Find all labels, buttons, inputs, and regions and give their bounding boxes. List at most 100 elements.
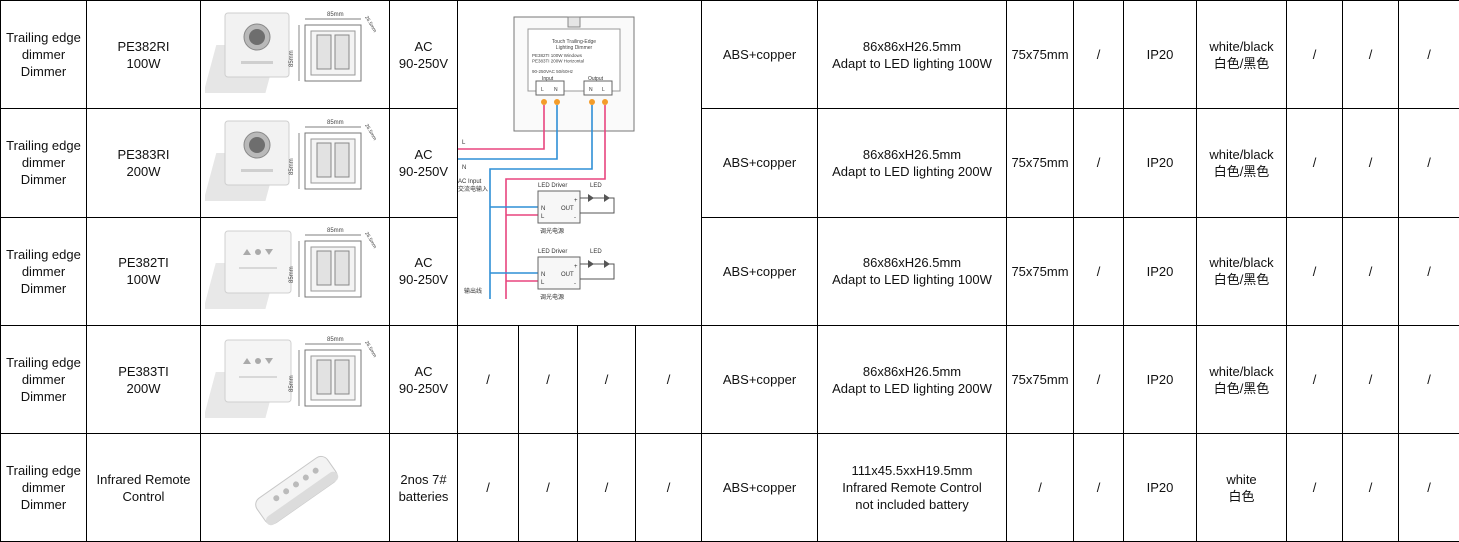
touch-dimmer-panel-icon: 85mm 85mm 26.5mm [201, 217, 390, 325]
wires [458, 105, 605, 299]
ip-rating-cell: IP20 [1124, 434, 1197, 542]
wire-n-label: N [462, 165, 466, 171]
ip-rating-cell: IP20 [1124, 1, 1197, 109]
material-cell: ABS+copper [702, 434, 818, 542]
height-dimension: 85mm [289, 375, 295, 392]
slash-cell: / [1287, 217, 1343, 325]
touch-dimmer-panel-icon: 85mm 85mm 26.5mm [201, 326, 390, 434]
ac-input-label: AC Input [458, 179, 482, 185]
size-cell: 86x86xH26.5mm Adapt to LED lighting 200W [818, 326, 1007, 434]
slash-cell: / [458, 434, 519, 542]
color-cell: white/black 白色/黑色 [1197, 109, 1287, 217]
product-type: Trailing edge dimmer Dimmer [1, 326, 87, 434]
material-cell: ABS+copper [702, 326, 818, 434]
output-wire-cn-label: 输出线 [464, 287, 482, 295]
width-dimension: 85mm [327, 228, 344, 234]
slash-cell: / [636, 434, 702, 542]
driver-n: N [541, 206, 545, 212]
install-cell: 75x75mm [1007, 326, 1074, 434]
install-cell: 75x75mm [1007, 109, 1074, 217]
install-cell: / [1007, 434, 1074, 542]
device-rating: 90-250VAC 50/60Hz [532, 69, 574, 74]
product-type: Trailing edge dimmer Dimmer [1, 434, 87, 542]
model-cell: Infrared Remote Control [87, 434, 201, 542]
input-terminal-n: N [554, 87, 558, 93]
slash-cell: / [1399, 109, 1459, 217]
driver-minus: - [574, 215, 576, 221]
slash-cell: / [1074, 1, 1124, 109]
led-driver-1: LED Driver LED N L OUT + - 调光电源 [538, 183, 614, 235]
slash-cell: / [578, 326, 636, 434]
model-cell: PE382RI 100W [87, 1, 201, 109]
height-dimension: 85mm [289, 158, 295, 175]
width-dimension: 85mm [327, 12, 344, 18]
output-label: Output [588, 76, 604, 82]
color-cell: white/black 白色/黑色 [1197, 326, 1287, 434]
input-voltage: AC 90-250V [390, 109, 458, 217]
output-terminal-l: L [602, 87, 605, 93]
slash-cell: / [1399, 1, 1459, 109]
input-voltage: AC 90-250V [390, 1, 458, 109]
slash-cell: / [1287, 326, 1343, 434]
size-cell: 111x45.5xxH19.5mm Infrared Remote Contro… [818, 434, 1007, 542]
slash-cell: / [1399, 326, 1459, 434]
led-label: LED [590, 249, 602, 255]
output-terminal-n: N [589, 87, 593, 93]
depth-dimension: 26.5mm [363, 340, 377, 359]
driver-n: N [541, 272, 545, 278]
input-voltage: AC 90-250V [390, 326, 458, 434]
size-cell: 86x86xH26.5mm Adapt to LED lighting 100W [818, 1, 1007, 109]
depth-dimension: 26.5mm [363, 123, 377, 142]
slash-cell: / [1399, 434, 1459, 542]
slash-cell: / [1343, 109, 1399, 217]
driver-out: OUT [561, 272, 574, 278]
slash-cell: / [519, 326, 578, 434]
table-row: Trailing edge dimmer Dimmer PE382TI 100W… [1, 217, 1459, 325]
slash-cell: / [1399, 217, 1459, 325]
depth-dimension: 26.5mm [363, 231, 377, 250]
product-type: Trailing edge dimmer Dimmer [1, 217, 87, 325]
material-cell: ABS+copper [702, 109, 818, 217]
slash-cell: / [1074, 326, 1124, 434]
driver-plus: + [574, 264, 578, 270]
table-row: Trailing edge dimmer Dimmer PE382RI 100W [1, 1, 1459, 109]
slash-cell: / [1074, 434, 1124, 542]
color-cell: white/black 白色/黑色 [1197, 1, 1287, 109]
ip-rating-cell: IP20 [1124, 326, 1197, 434]
material-cell: ABS+copper [702, 1, 818, 109]
ir-remote-control-icon [201, 434, 390, 542]
ip-rating-cell: IP20 [1124, 217, 1197, 325]
table-row: Trailing edge dimmer Dimmer Infrared Rem… [1, 434, 1459, 542]
material-cell: ABS+copper [702, 217, 818, 325]
model-cell: PE383TI 200W [87, 326, 201, 434]
install-cell: 75x75mm [1007, 1, 1074, 109]
install-cell: 75x75mm [1007, 217, 1074, 325]
width-dimension: 85mm [327, 337, 344, 343]
slash-cell: / [1343, 326, 1399, 434]
input-terminal-l: L [541, 87, 544, 93]
color-cell: white/black 白色/黑色 [1197, 217, 1287, 325]
ip-rating-cell: IP20 [1124, 109, 1197, 217]
slash-cell: / [1074, 217, 1124, 325]
rotary-dimmer-panel-icon: 85mm 85mm 26.5mm [201, 1, 390, 109]
driver-plus: + [574, 198, 578, 204]
table-row: Trailing edge dimmer Dimmer PE383TI 200W… [1, 326, 1459, 434]
rotary-dimmer-panel-icon: 85mm 85mm 26.5mm [201, 109, 390, 217]
depth-dimension: 26.5mm [363, 15, 377, 34]
size-cell: 86x86xH26.5mm Adapt to LED lighting 100W [818, 217, 1007, 325]
slash-cell: / [519, 434, 578, 542]
panel-front-view [205, 13, 289, 93]
slash-cell: / [1074, 109, 1124, 217]
slash-cell: / [1287, 1, 1343, 109]
model-cell: PE383RI 200W [87, 109, 201, 217]
led-driver-label: LED Driver [538, 249, 567, 255]
product-type: Trailing edge dimmer Dimmer [1, 109, 87, 217]
led-label: LED [590, 183, 602, 189]
ac-input-cn-label: 交流电输入 [458, 185, 488, 193]
slash-cell: / [1343, 217, 1399, 325]
